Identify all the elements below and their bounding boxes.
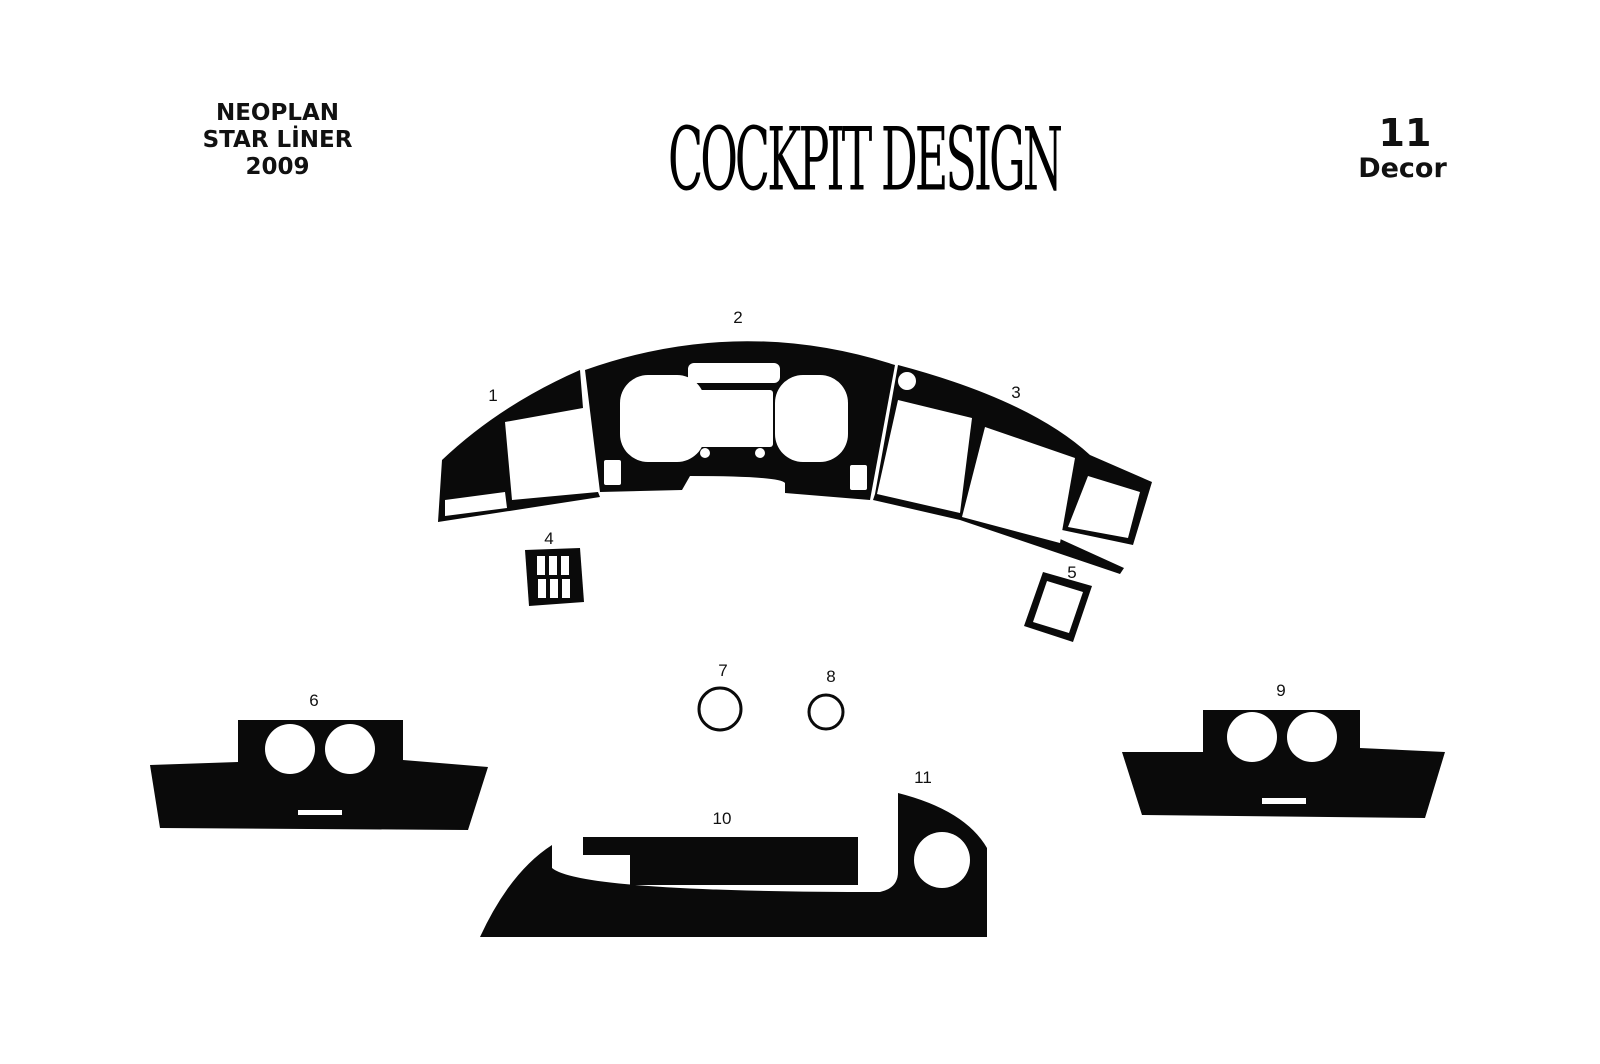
label-piece-8: 8 xyxy=(826,667,835,686)
label-piece-3: 3 xyxy=(1011,383,1020,402)
product-type: Decor xyxy=(1358,153,1447,184)
piece-4 xyxy=(525,548,584,606)
label-piece-1: 1 xyxy=(488,386,497,405)
model-label: STAR LİNER xyxy=(202,127,353,153)
piece-10 xyxy=(583,837,858,885)
label-piece-11: 11 xyxy=(914,768,932,787)
label-piece-5: 5 xyxy=(1067,563,1076,582)
piece-2 xyxy=(585,341,895,500)
piece-6 xyxy=(150,720,488,830)
label-piece-9: 9 xyxy=(1276,681,1285,700)
piece-8 xyxy=(807,693,845,731)
brand-label: NEOPLAN xyxy=(215,100,340,126)
piece-1 xyxy=(438,370,600,522)
piece-7 xyxy=(697,686,743,732)
label-piece-7: 7 xyxy=(718,661,727,680)
label-piece-6: 6 xyxy=(309,691,318,710)
label-piece-4: 4 xyxy=(544,529,553,548)
label-piece-10: 10 xyxy=(713,809,732,828)
piece-11 xyxy=(480,793,987,937)
piece-9 xyxy=(1122,710,1445,818)
year-label: 2009 xyxy=(245,154,310,180)
label-piece-2: 2 xyxy=(733,308,742,327)
piece-count: 11 xyxy=(1378,111,1432,155)
piece-3 xyxy=(873,365,1152,574)
vehicle-model-title: NEOPLAN STAR LİNER 2009 xyxy=(160,100,395,181)
piece-5 xyxy=(1024,572,1092,642)
